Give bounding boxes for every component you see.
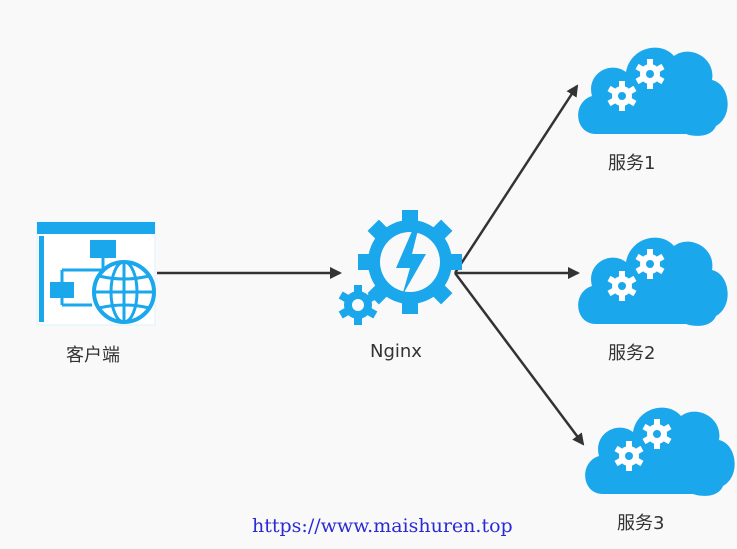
service1-cloud-gears-icon — [578, 47, 728, 136]
service3-cloud-gears-icon — [585, 407, 735, 496]
arrow-nginx-to-service1 — [453, 84, 579, 274]
client-label: 客户端 — [66, 345, 120, 366]
service1-label: 服务1 — [608, 153, 656, 174]
nginx-label: Nginx — [370, 341, 422, 362]
service2-label: 服务2 — [608, 343, 656, 364]
globe-icon — [92, 260, 156, 324]
nginx-gear-lightning-icon — [338, 210, 462, 325]
service2-cloud-gears-icon — [578, 237, 728, 326]
service3-label: 服务3 — [617, 513, 665, 534]
arrow-nginx-to-service3 — [453, 272, 585, 446]
watermark-url: https://www.maishuren.top — [252, 515, 513, 537]
